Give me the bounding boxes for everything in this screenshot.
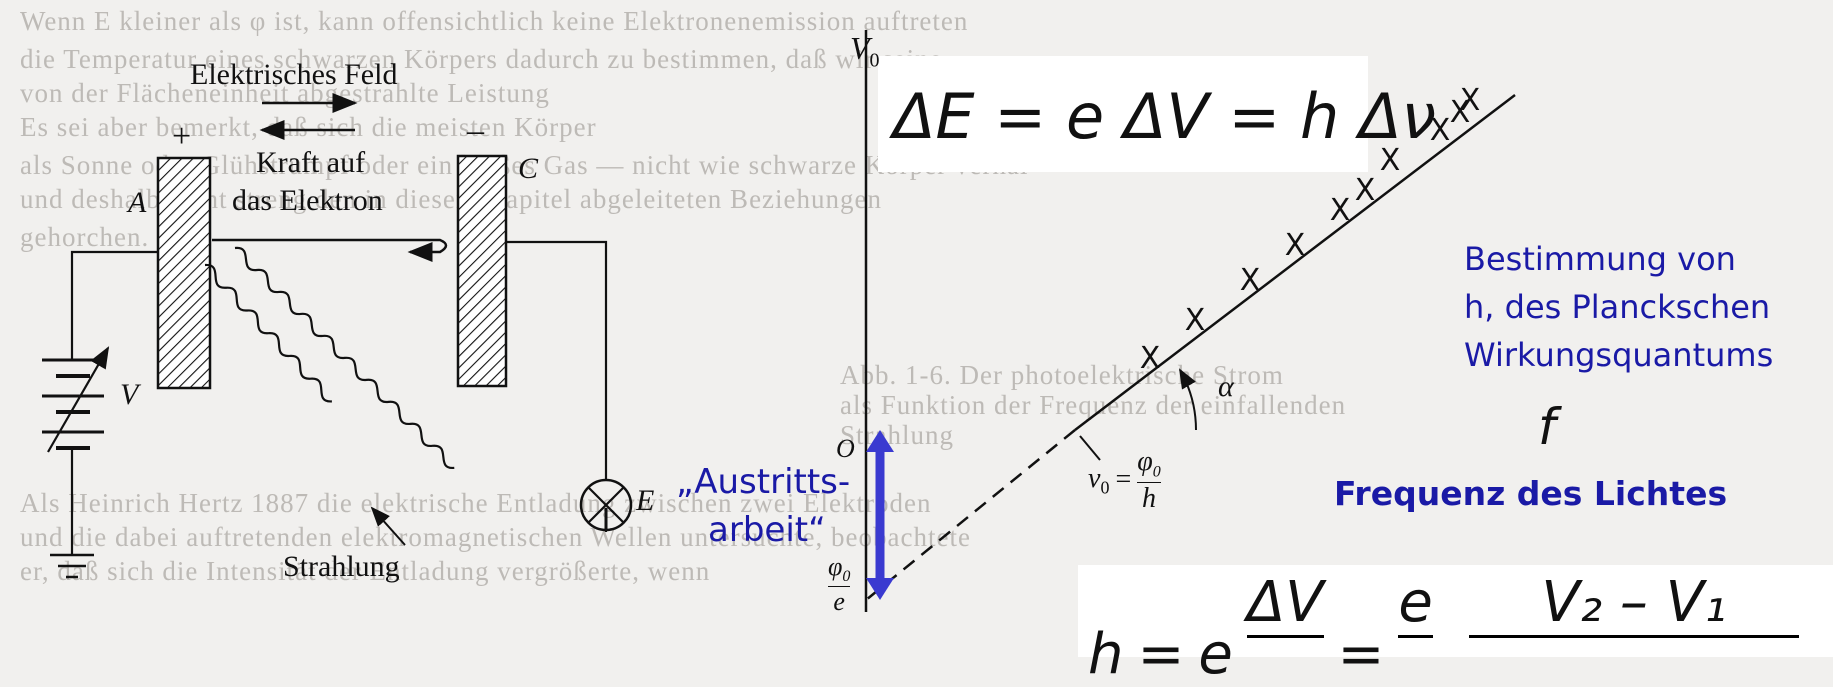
threshold-pointer xyxy=(1079,435,1101,461)
equation-box-2 xyxy=(1078,565,1833,657)
work-function-label-1: „Austritts- xyxy=(676,462,851,502)
background-text-line: er, daß sich die Intensität der Entladun… xyxy=(20,556,711,586)
background-text-line: als Funktion der Frequenz der einfallend… xyxy=(840,390,1347,420)
force-label-1: Kraft auf xyxy=(256,146,366,179)
background-text-line: Es sei aber bemerkt, daß sich die meiste… xyxy=(20,112,597,142)
data-marker: X xyxy=(1140,341,1161,376)
determination-line-1: Bestimmung von xyxy=(1464,240,1736,278)
wire-right xyxy=(506,240,608,480)
equation-box-1 xyxy=(878,56,1368,172)
work-function-label-2: arbeit“ xyxy=(708,510,826,550)
plus-sign: + xyxy=(172,118,192,155)
anode-label: A xyxy=(128,186,147,219)
fit-line-dashed xyxy=(865,429,1076,601)
anode-plate xyxy=(156,156,212,390)
data-marker: X xyxy=(1430,113,1451,148)
cathode-plate xyxy=(456,154,508,388)
determination-line-3: Wirkungsquantums xyxy=(1464,336,1774,374)
angle-label: α xyxy=(1218,370,1234,403)
equation-planck: h = e ΔV = e V₂ – V₁ xyxy=(1088,570,1799,687)
x-axis-symbol: f xyxy=(1538,398,1556,456)
data-marker: X xyxy=(1285,228,1306,263)
radiation-arrow xyxy=(370,506,406,546)
graph xyxy=(370,30,1516,612)
background-text-line: und die dabei auftretenden elektromagnet… xyxy=(20,522,971,552)
wire-left xyxy=(70,250,158,360)
work-function-arrow-head-top xyxy=(866,430,894,452)
data-marker: X xyxy=(1240,263,1261,298)
data-marker: X xyxy=(1460,83,1481,118)
battery-label: V xyxy=(120,378,139,411)
slide: Wenn E kleiner als φ ist, kann offensich… xyxy=(20,6,1833,687)
background-text-line: Strahlung xyxy=(840,420,954,450)
y-axis-label: V0 xyxy=(850,30,880,72)
angle-arc xyxy=(1179,368,1197,431)
cathode-label: C xyxy=(518,152,539,185)
minus-sign: – xyxy=(467,112,484,149)
variable-arrow xyxy=(47,346,110,453)
x-axis-label: Frequenz des Lichtes xyxy=(1334,474,1728,513)
field-label: Elektrisches Feld xyxy=(190,58,398,91)
origin-label: O xyxy=(836,434,855,463)
radiation-wave-2 xyxy=(234,246,455,469)
force-label-2: das Elektron xyxy=(232,184,383,217)
data-marker: X xyxy=(1355,173,1376,208)
background-text-line: Als Heinrich Hertz 1887 die elektrische … xyxy=(20,488,932,518)
radiation-wave-1 xyxy=(204,263,332,403)
data-marker: X xyxy=(1330,193,1351,228)
meter-cross-2 xyxy=(587,486,625,524)
background-text-line: gehorchen. xyxy=(20,222,150,252)
radiation-label: Strahlung xyxy=(283,550,400,583)
determination-line-2: h, des Planckschen xyxy=(1464,288,1771,326)
ground-beneath-meter xyxy=(604,512,608,530)
background-text-line: Abb. 1-6. Der photoelektrische Strom xyxy=(840,360,1284,390)
data-marker: X xyxy=(1450,95,1471,130)
work-function-arrow-head-bottom xyxy=(866,578,894,600)
fit-line-solid xyxy=(1074,94,1516,431)
data-marker: X xyxy=(1380,143,1401,178)
background-text-line: die Temperatur eines schwarzen Körpers d… xyxy=(20,44,943,74)
meter-label: E xyxy=(636,484,655,517)
background-text-line: Wenn E kleiner als φ ist, kann offensich… xyxy=(20,6,969,36)
data-marker: X xyxy=(1185,303,1206,338)
electron-path xyxy=(212,238,448,262)
equation-energy: ΔE = e ΔV = h Δν xyxy=(893,80,1437,153)
